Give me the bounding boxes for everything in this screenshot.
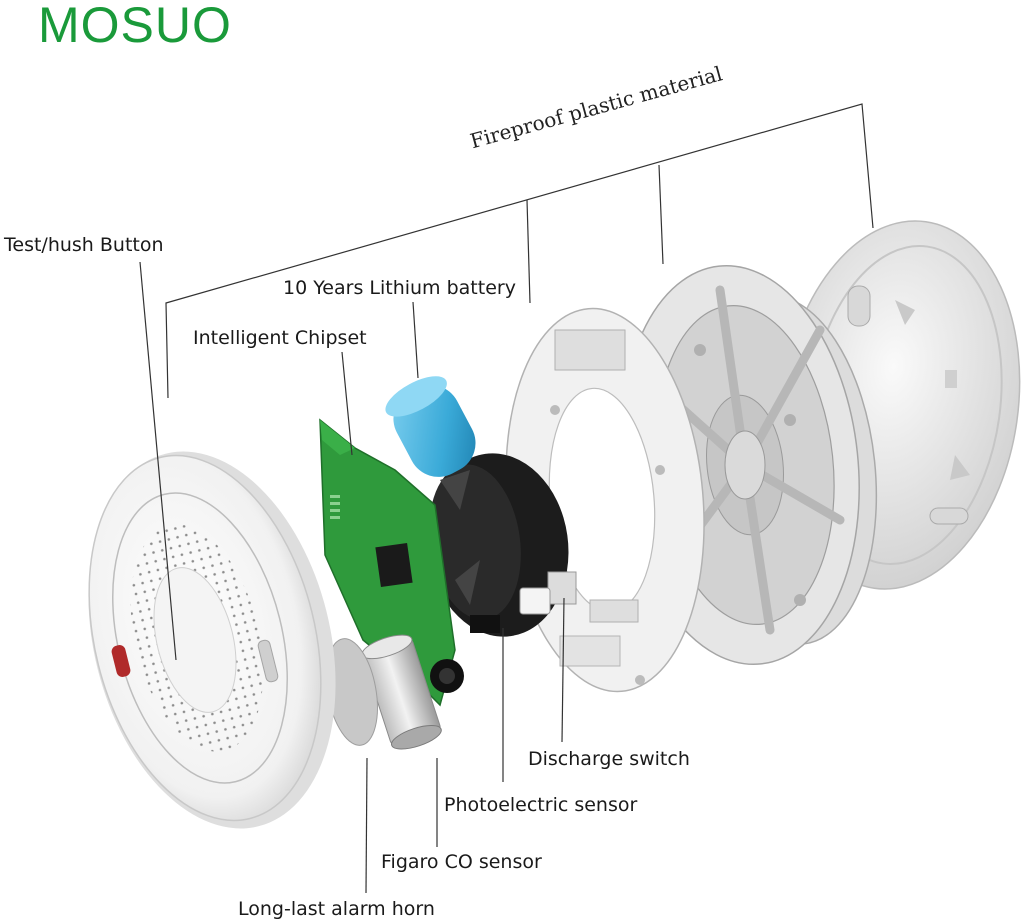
intelligent-chipset-pcb (319, 418, 464, 707)
fireproof-bracket (165, 103, 874, 399)
discharge-switch (519, 571, 577, 615)
photoelectric-sensor-label: Photoelectric sensor (444, 794, 638, 816)
front-cover (88, 451, 336, 829)
discharge-switch-label: Discharge switch (528, 748, 690, 770)
lithium-battery (385, 376, 476, 477)
intelligent-chipset-label: Intelligent Chipset (193, 327, 367, 349)
lithium-battery-label: 10 Years Lithium battery (283, 277, 516, 299)
alarm-horn-label: Long-last alarm horn (238, 898, 435, 920)
figaro-co-sensor-label: Figaro CO sensor (381, 851, 542, 873)
figaro-co-sensor (361, 634, 442, 750)
leader-lines (139, 261, 565, 894)
brand-logo: MOSUO (38, 0, 232, 53)
test-hush-button-label: Test/hush Button (4, 234, 164, 256)
